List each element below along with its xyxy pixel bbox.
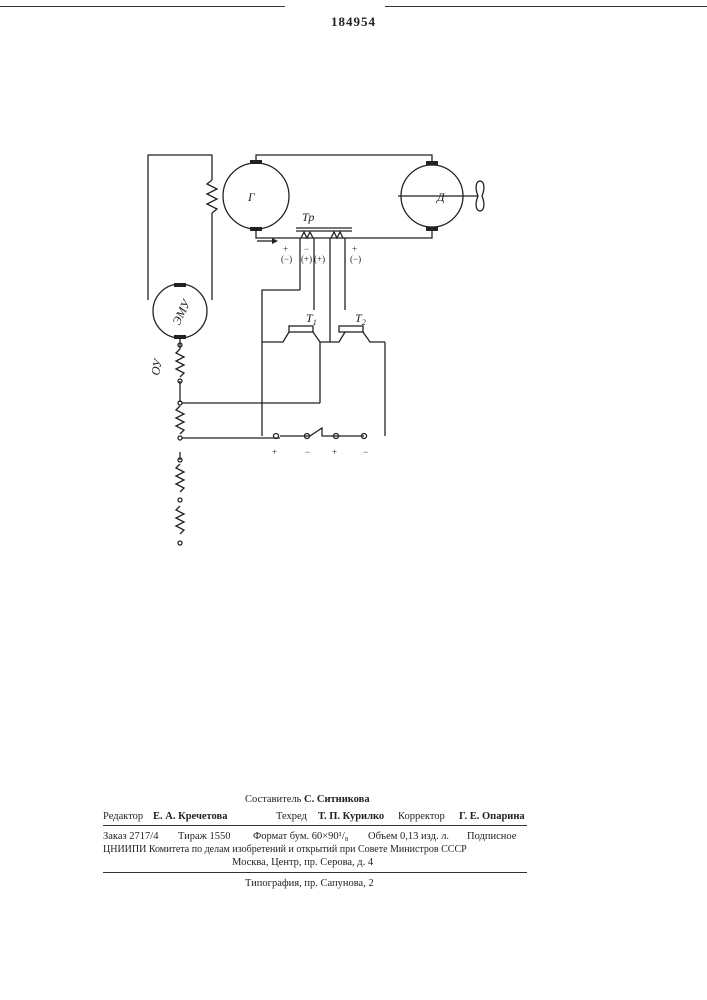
t1-wiring-right xyxy=(313,332,330,342)
terminal-plus-2: + xyxy=(332,447,337,457)
current-arrow-head xyxy=(272,238,278,244)
transformer-winding-1 xyxy=(301,232,313,238)
emu-field-loop xyxy=(148,155,212,300)
compiler-name: С. Ситникова xyxy=(304,794,370,805)
printing-house: Типография, пр. Сапунова, 2 xyxy=(245,877,374,890)
thermistor-t1-symbol xyxy=(289,326,313,332)
terminal-plus-1: + xyxy=(272,447,277,457)
winding-terminal-4 xyxy=(178,436,182,440)
emu-label: ЭМУ xyxy=(169,296,193,327)
armature-loop-top xyxy=(256,155,432,165)
polarity-paren-plus-1: (+) xyxy=(301,254,312,264)
compiler-label: Составитель xyxy=(245,794,301,805)
print-run: Тираж 1550 xyxy=(178,830,231,843)
emu-field-resistor xyxy=(207,180,217,213)
address-line: Москва, Центр, пр. Серова, д. 4 xyxy=(232,856,373,869)
t2-wiring-right xyxy=(363,332,385,342)
editor-name: Е. А. Кречетова xyxy=(153,811,227,822)
polarity-paren-minus-2: (−) xyxy=(350,254,361,264)
terminal-bar xyxy=(280,428,336,436)
transformer-label: Тр xyxy=(302,210,314,224)
polarity-minus-1: − xyxy=(304,244,309,254)
polarity-plus-2: + xyxy=(352,244,357,254)
terminal-minus-2: − xyxy=(363,447,368,457)
imprint-rule-top xyxy=(103,825,527,826)
polarity-plus-1: + xyxy=(283,244,288,254)
imprint-rule-bottom xyxy=(103,872,527,873)
circuit-diagram: Г Д Тр + (−) − (+) (+) + (−) Т1 Т2 xyxy=(0,0,707,600)
editor-label: Редактор xyxy=(103,810,143,823)
generator-symbol xyxy=(223,163,289,229)
thermistor-t2-symbol xyxy=(339,326,363,332)
thermistor-t1-label: Т1 xyxy=(306,311,317,327)
paper-format: Формат бум. 60×90¹/₈ xyxy=(253,830,348,843)
emu-brush-top xyxy=(174,283,186,287)
winding-terminal-7 xyxy=(178,541,182,545)
terminal-minus-1: − xyxy=(305,447,310,457)
polarity-paren-plus-2: (+) xyxy=(314,254,325,264)
corrector-name: Г. Е. Опарина xyxy=(459,811,525,822)
winding-terminal-6 xyxy=(178,498,182,502)
emu-brush-bottom xyxy=(174,335,186,339)
volume: Объем 0,13 изд. л. xyxy=(368,830,449,843)
generator-label: Г xyxy=(247,190,256,204)
order-number: Заказ 2717/4 xyxy=(103,830,158,843)
thermistor-t2-label: Т2 xyxy=(355,311,366,327)
polarity-paren-minus-1: (−) xyxy=(281,254,292,264)
ou-label: ОУ xyxy=(148,356,165,376)
winding-4 xyxy=(176,506,184,534)
winding-2 xyxy=(176,406,184,434)
transformer-winding-2 xyxy=(331,232,343,238)
corrector-label: Корректор xyxy=(398,810,445,823)
techred-label: Техред xyxy=(276,810,307,823)
motor-label: Д xyxy=(436,190,446,204)
t1-wiring xyxy=(262,290,300,342)
institute-line: ЦНИИПИ Комитета по делам изобретений и о… xyxy=(103,843,467,856)
winding-3 xyxy=(176,464,184,492)
t2-wiring xyxy=(330,300,345,342)
winding-terminal-3 xyxy=(178,401,182,405)
ou-winding xyxy=(176,349,184,377)
techred-name: Т. П. Курилко xyxy=(318,811,384,822)
compiler-line: Составитель С. Ситникова xyxy=(245,793,370,806)
subscription: Подписное xyxy=(467,830,516,843)
